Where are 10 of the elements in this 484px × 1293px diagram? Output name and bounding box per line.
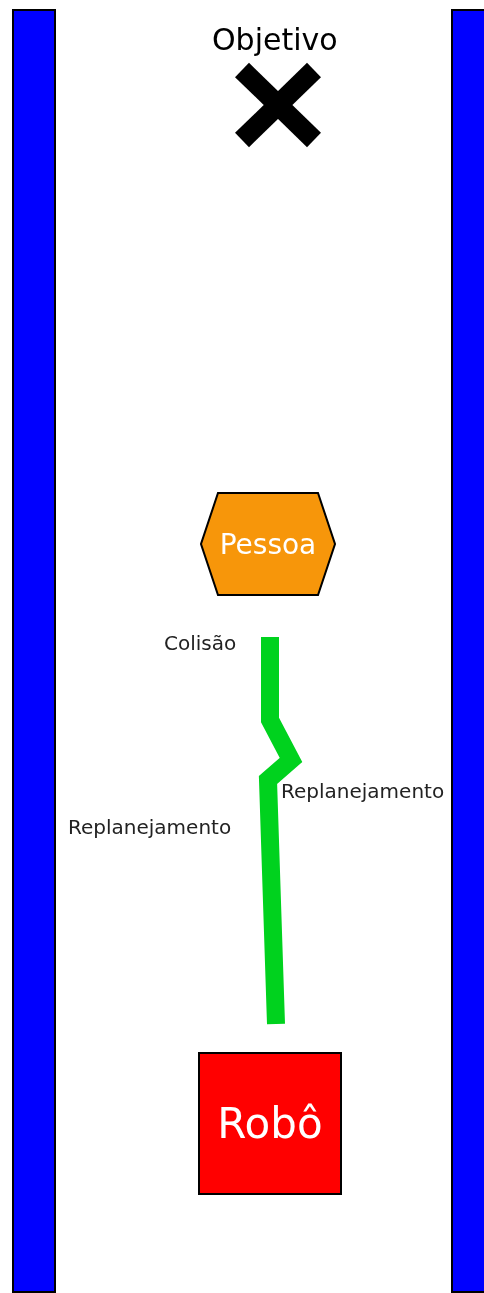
goal-label: Objetivo xyxy=(212,22,338,58)
replanning-label: Replanejamento xyxy=(281,778,445,804)
robot-box xyxy=(198,1052,342,1195)
wall xyxy=(12,9,56,1293)
replanning-label: Replanejamento xyxy=(68,814,232,840)
collision-label: Colisão xyxy=(164,630,237,656)
person-hexagon xyxy=(200,492,336,596)
node-label: Pessoa xyxy=(219,527,317,561)
wall xyxy=(451,9,484,1293)
node-label: Robô xyxy=(217,1099,323,1148)
